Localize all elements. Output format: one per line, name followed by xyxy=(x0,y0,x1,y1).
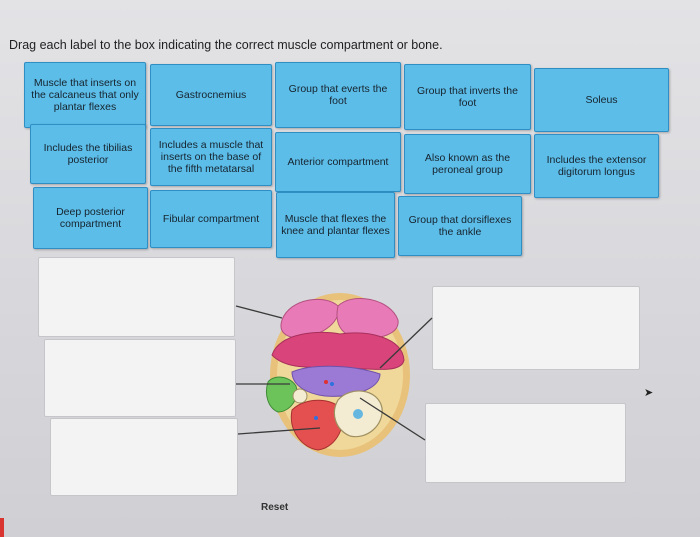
leader-line-right-2 xyxy=(359,397,426,441)
label-gastrocnemius[interactable]: Gastrocnemius xyxy=(150,64,272,126)
label-text: Fibular compartment xyxy=(162,213,260,225)
drop-target-right-1[interactable] xyxy=(432,286,640,370)
leader-line-left-3 xyxy=(237,427,321,435)
label-text: Gastrocnemius xyxy=(175,89,247,101)
gastrocnemius-medial-head xyxy=(336,298,399,339)
anterior-compartment-muscles xyxy=(290,399,344,451)
drop-target-left-2[interactable] xyxy=(44,339,236,417)
label-calcaneus-plantar-flexor[interactable]: Muscle that inserts on the calcaneus tha… xyxy=(24,62,146,128)
label-inserts-fifth-metatarsal[interactable]: Includes a muscle that inserts on the ba… xyxy=(150,128,272,186)
label-group-everts-foot[interactable]: Group that everts the foot xyxy=(275,62,401,128)
label-text: Group that dorsiflexes the ankle xyxy=(408,214,512,238)
label-text: Includes the tibilias posterior xyxy=(43,142,133,166)
label-group-inverts-foot[interactable]: Group that inverts the foot xyxy=(404,64,531,130)
label-text: Deep posterior compartment xyxy=(56,206,125,230)
label-flexes-knee-plantar-flexes[interactable]: Muscle that flexes the knee and plantar … xyxy=(276,192,395,258)
label-includes-tibialis-posterior[interactable]: Includes the tibilias posterior xyxy=(30,124,146,184)
label-text: Group that inverts the foot xyxy=(417,85,518,109)
deep-posterior-muscles xyxy=(291,365,381,397)
label-text: Includes the extensor digitorum longus xyxy=(546,154,647,178)
label-includes-extensor-digitorum-longus[interactable]: Includes the extensor digitorum longus xyxy=(534,134,659,198)
leader-line-left-1 xyxy=(235,305,283,319)
vessel-dot xyxy=(314,416,318,420)
drop-target-left-1[interactable] xyxy=(38,257,235,337)
gastrocnemius-lateral-head xyxy=(280,298,340,339)
label-text: Soleus xyxy=(585,94,618,106)
label-deep-posterior-compartment[interactable]: Deep posterior compartment xyxy=(33,187,148,249)
label-group-dorsiflexes-ankle[interactable]: Group that dorsiflexes the ankle xyxy=(398,196,522,256)
mouse-pointer-icon: ➤ xyxy=(644,387,654,399)
tibia-marrow xyxy=(353,409,363,419)
reset-button[interactable]: Reset xyxy=(255,500,294,515)
window-edge-accent xyxy=(0,518,4,537)
fibular-compartment-muscles xyxy=(265,376,298,413)
label-text: Muscle that flexes the knee and plantar … xyxy=(281,213,390,237)
leader-line-right-1 xyxy=(379,317,433,369)
drop-target-right-2[interactable] xyxy=(425,403,626,483)
label-fibular-compartment[interactable]: Fibular compartment xyxy=(150,190,272,248)
leg-cross-section-illustration xyxy=(265,293,410,457)
fibula-bone xyxy=(292,388,308,404)
label-soleus[interactable]: Soleus xyxy=(534,68,669,132)
label-text: Group that everts the foot xyxy=(288,83,388,107)
vessel-dot xyxy=(324,380,328,384)
vessel-dot xyxy=(330,382,334,386)
label-text: Muscle that inserts on the calcaneus tha… xyxy=(31,77,139,113)
label-text: Anterior compartment xyxy=(287,156,389,168)
label-text: Also known as the peroneal group xyxy=(424,152,511,176)
label-anterior-compartment[interactable]: Anterior compartment xyxy=(275,132,401,192)
label-peroneal-group[interactable]: Also known as the peroneal group xyxy=(404,134,531,194)
label-text: Includes a muscle that inserts on the ba… xyxy=(158,139,264,175)
drop-target-left-3[interactable] xyxy=(50,418,238,496)
instruction-text: Drag each label to the box indicating th… xyxy=(9,38,443,52)
